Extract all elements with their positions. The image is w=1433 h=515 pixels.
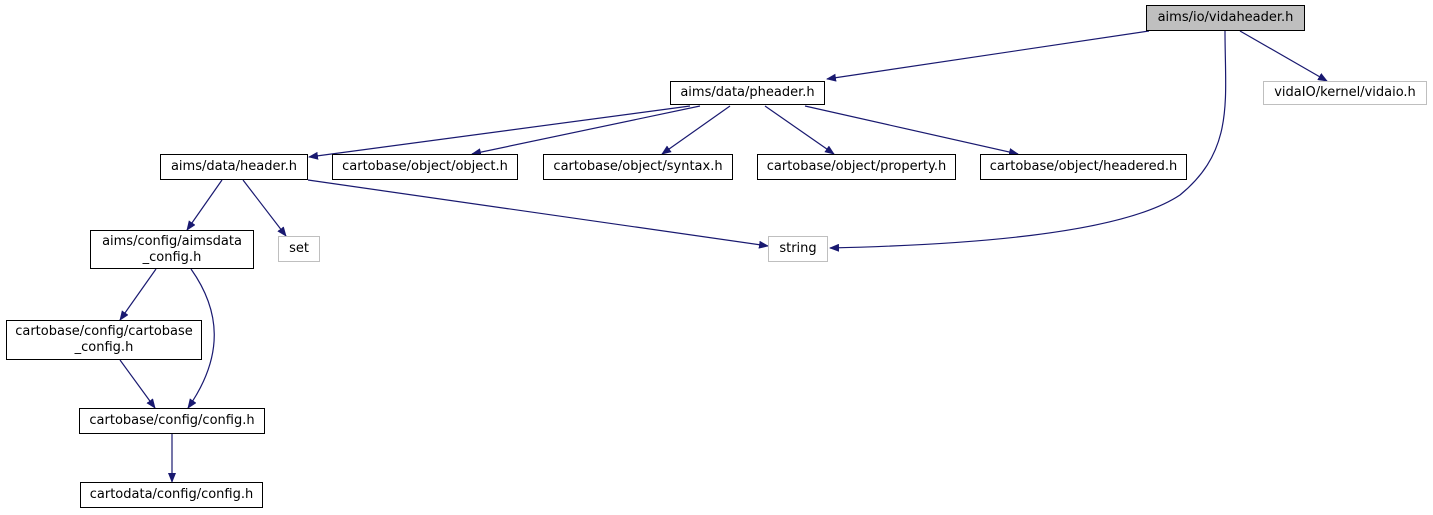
edge-pheader-to-header bbox=[308, 105, 691, 160]
node-headered[interactable]: cartobase/object/headered.h bbox=[980, 154, 1187, 180]
edge-pheader-to-syntax bbox=[661, 105, 731, 155]
edge-pheader-to-object bbox=[471, 105, 701, 157]
node-pheader[interactable]: aims/data/pheader.h bbox=[670, 81, 825, 105]
edge-vidaheader-to-pheader bbox=[826, 30, 1150, 82]
edge-vidaheader-to-string bbox=[829, 30, 1227, 252]
edge-cartobase-config-to-config bbox=[119, 359, 156, 409]
edge-aimsdata-config-to-cartobase-config bbox=[119, 268, 157, 321]
node-header[interactable]: aims/data/header.h bbox=[160, 154, 308, 180]
node-vidaio[interactable]: vidaIO/kernel/vidaio.h bbox=[1263, 81, 1427, 105]
edge-aimsdata-config-to-config bbox=[187, 268, 215, 409]
node-string[interactable]: string bbox=[768, 236, 828, 262]
edge-pheader-to-headered bbox=[804, 105, 1019, 156]
edge-vidaheader-to-vidaio bbox=[1239, 30, 1328, 82]
node-object[interactable]: cartobase/object/object.h bbox=[332, 154, 518, 180]
node-set[interactable]: set bbox=[278, 236, 320, 262]
node-aimsdata-config[interactable]: aims/config/aimsdata _config.h bbox=[90, 230, 254, 269]
node-cartobase-config[interactable]: cartobase/config/cartobase _config.h bbox=[6, 320, 202, 360]
node-cartodata-config[interactable]: cartodata/config/config.h bbox=[80, 482, 263, 508]
node-syntax[interactable]: cartobase/object/syntax.h bbox=[543, 154, 733, 180]
node-property[interactable]: cartobase/object/property.h bbox=[757, 154, 956, 180]
edge-header-to-string bbox=[307, 179, 769, 249]
edge-header-to-aimsdata-config bbox=[186, 179, 223, 231]
edge-pheader-to-property bbox=[764, 105, 835, 155]
edge-header-to-set bbox=[242, 179, 287, 237]
node-config[interactable]: cartobase/config/config.h bbox=[79, 408, 265, 434]
node-vidaheader[interactable]: aims/io/vidaheader.h bbox=[1146, 5, 1305, 31]
